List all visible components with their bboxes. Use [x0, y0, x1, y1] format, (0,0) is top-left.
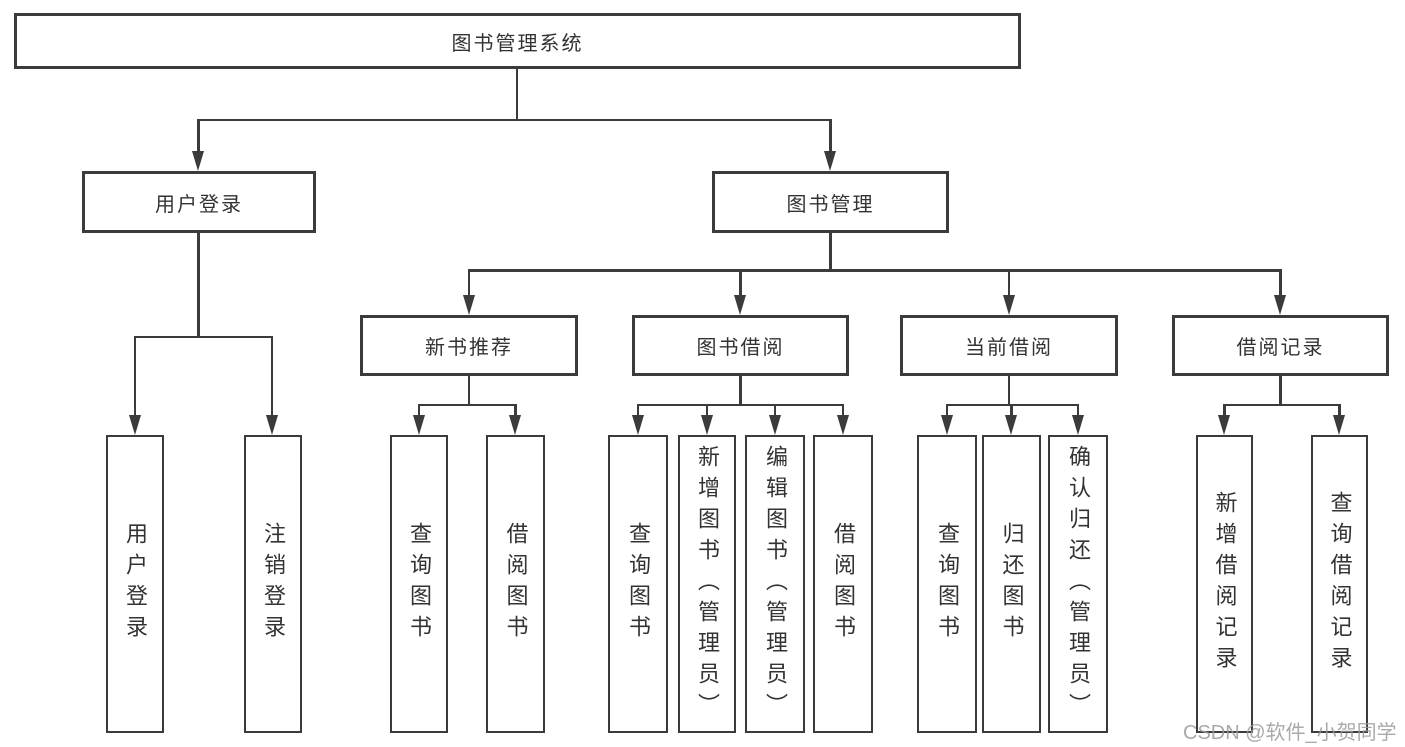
leaf-recommend-borrow-books: 借阅图书	[486, 435, 545, 733]
node-root: 图书管理系统	[14, 13, 1021, 69]
connector-line	[133, 335, 274, 338]
connector-line	[270, 335, 274, 418]
leaf-borrow-query-books: 查询图书	[608, 435, 668, 733]
watermark: CSDN @软件_小贺同学	[1183, 722, 1397, 744]
connector-line	[1223, 403, 1226, 420]
connector-line	[514, 403, 517, 420]
connector-line	[197, 118, 200, 159]
leaf-add-books-admin-label: 新增图书（管理员）	[695, 444, 720, 724]
connector-line	[636, 403, 845, 406]
arrowhead-down-icon	[128, 415, 141, 435]
node-user-login-label: 用户登录	[155, 193, 243, 216]
connector-line	[636, 403, 640, 420]
connector-line	[417, 403, 421, 420]
leaf-borrow-query-books-label: 查询图书	[626, 522, 651, 646]
leaf-return-books-label: 归还图书	[999, 522, 1025, 646]
node-current-borrow-label: 当前借阅	[965, 337, 1053, 359]
leaf-borrow-borrow-books-label: 借阅图书	[831, 522, 856, 646]
leaf-recommend-query-books: 查询图书	[390, 435, 448, 733]
connector-line	[945, 403, 949, 420]
leaf-user-login: 用户登录	[106, 435, 164, 733]
leaf-return-books: 归还图书	[982, 435, 1041, 733]
arrowhead-down-icon	[824, 151, 836, 171]
leaf-add-borrow-record-label: 新增借阅记录	[1212, 491, 1238, 677]
connector-line	[829, 233, 832, 271]
connector-line	[467, 269, 471, 299]
arrowhead-down-icon	[836, 415, 849, 435]
arrowhead-down-icon	[1218, 415, 1230, 435]
arrowhead-down-icon	[1005, 415, 1017, 435]
connector-line	[841, 403, 845, 420]
arrowhead-down-icon	[1071, 415, 1084, 435]
leaf-confirm-return-admin-label: 确认归还（管理员）	[1066, 444, 1091, 724]
node-book-management: 图书管理	[712, 171, 949, 233]
arrowhead-down-icon	[412, 415, 425, 435]
arrowhead-down-icon	[1274, 295, 1286, 315]
connector-line	[467, 375, 471, 405]
connector-line	[1076, 403, 1080, 420]
arrowhead-down-icon	[462, 295, 475, 315]
connector-line	[515, 68, 519, 121]
leaf-logout-login-label: 注销登录	[261, 522, 286, 646]
connector-line	[829, 118, 832, 159]
node-root-label: 图书管理系统	[451, 32, 584, 55]
node-user-login: 用户登录	[82, 171, 316, 233]
leaf-user-login-label: 用户登录	[123, 522, 148, 646]
node-borrow-records: 借阅记录	[1172, 315, 1389, 376]
connector-line	[197, 118, 831, 121]
connector-line	[467, 269, 1282, 272]
leaf-query-borrow-record: 查询借阅记录	[1311, 435, 1368, 733]
arrowhead-down-icon	[734, 295, 746, 315]
leaf-query-borrow-record-label: 查询借阅记录	[1327, 491, 1353, 677]
connector-line	[1279, 375, 1282, 405]
node-book-borrow: 图书借阅	[632, 315, 849, 376]
leaf-borrow-borrow-books: 借阅图书	[813, 435, 873, 733]
connector-line	[1279, 269, 1282, 299]
leaf-recommend-query-books-label: 查询图书	[407, 522, 432, 646]
connector-line	[1223, 403, 1341, 406]
leaf-edit-books-admin-label: 编辑图书（管理员）	[763, 444, 788, 724]
leaf-confirm-return-admin: 确认归还（管理员）	[1048, 435, 1108, 733]
connector-line	[1007, 375, 1011, 405]
leaf-edit-books-admin: 编辑图书（管理员）	[745, 435, 805, 733]
leaf-add-books-admin: 新增图书（管理员）	[678, 435, 736, 733]
connector-line	[1007, 269, 1011, 299]
arrowhead-down-icon	[631, 415, 644, 435]
connector-line	[739, 269, 742, 299]
arrowhead-down-icon	[1333, 415, 1345, 435]
node-borrow-records-label: 借阅记录	[1236, 337, 1325, 359]
node-new-book-recommend-label: 新书推荐	[425, 337, 513, 359]
arrowhead-down-icon	[940, 415, 953, 435]
arrowhead-down-icon	[768, 415, 781, 435]
leaf-logout-login: 注销登录	[244, 435, 302, 733]
node-book-management-label: 图书管理	[786, 193, 875, 216]
connector-line	[1010, 403, 1013, 420]
leaf-current-query-books-label: 查询图书	[935, 522, 960, 646]
node-book-borrow-label: 图书借阅	[696, 337, 785, 359]
connector-line	[417, 403, 517, 406]
arrowhead-down-icon	[700, 415, 713, 435]
node-current-borrow: 当前借阅	[900, 315, 1118, 376]
arrowhead-down-icon	[192, 151, 204, 171]
connector-line	[1338, 403, 1341, 420]
arrowhead-down-icon	[1002, 295, 1015, 315]
connector-line	[739, 375, 742, 405]
connector-line	[197, 233, 200, 336]
leaf-add-borrow-record: 新增借阅记录	[1196, 435, 1253, 733]
leaf-current-query-books: 查询图书	[917, 435, 977, 733]
leaf-recommend-borrow-books-label: 借阅图书	[503, 522, 529, 646]
arrowhead-down-icon	[509, 415, 521, 435]
connector-line	[705, 403, 709, 420]
connector-line	[773, 403, 777, 420]
connector-line	[133, 335, 137, 418]
node-new-book-recommend: 新书推荐	[360, 315, 578, 376]
arrowhead-down-icon	[265, 415, 278, 435]
